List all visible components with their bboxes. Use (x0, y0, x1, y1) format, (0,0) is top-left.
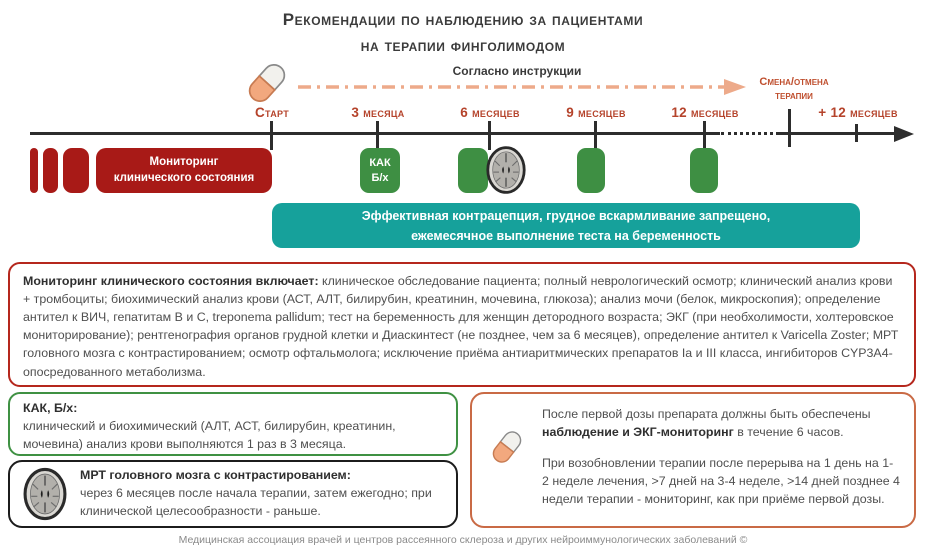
page-title-line2: на терапии финголимодом (360, 36, 566, 56)
mri-details-body: через 6 месяцев после начала терапии, за… (80, 486, 432, 518)
green-chip-6m (458, 148, 488, 193)
kak-details-title: КАК, Б/х: (23, 401, 78, 415)
brain-mri-icon (486, 146, 526, 194)
mri-details-title: МРТ головного мозга с контрастированием: (80, 468, 351, 483)
timeline-axis-dotted (721, 132, 779, 135)
brain-mri-icon (23, 467, 67, 521)
page-title-line1: Рекомендации по наблюдению за пациентами (282, 10, 644, 29)
banner-line1: Эффективная контрацепция, грудное вскарм… (361, 208, 771, 223)
milestone-label-9m: 9 месяцев (566, 105, 626, 120)
tick-6m (488, 121, 491, 150)
tick-9m (594, 121, 597, 150)
milestone-label-start: Старт (254, 105, 290, 120)
first-dose-paragraph2: При возобновлении терапии после перерыва… (542, 455, 900, 506)
monitoring-chip: Мониторинг клинического состояния (96, 148, 272, 193)
green-chip-9m (577, 148, 605, 193)
tick-12m (703, 121, 706, 150)
red-bar-medium (43, 148, 58, 193)
kak-chip-line2: Б/х (371, 171, 389, 184)
milestone-label-6m: 6 месяцев (460, 105, 520, 120)
timeline-arrowhead-icon (894, 126, 914, 142)
banner-line2: ежемесячное выполнение теста на беременн… (411, 228, 721, 243)
red-bar-small (30, 148, 38, 193)
page-title: Рекомендации по наблюдению за пациентами… (0, 7, 926, 60)
first-dose-paragraph1: После первой дозы препарата должны быть … (542, 406, 900, 442)
timeline-axis-solid-end (779, 132, 896, 135)
instruction-label: Согласно инструкции (452, 64, 582, 78)
pill-icon (248, 64, 286, 102)
timeline-axis-solid (30, 132, 720, 135)
first-dose-p1-bold: наблюдение и ЭКГ-мониторинг (542, 424, 734, 439)
pill-icon (492, 431, 522, 463)
monitoring-chip-line2: клинического состояния (113, 171, 255, 184)
tick-start (270, 121, 273, 150)
kak-details-box: КАК, Б/х: клинический и биохимический (А… (8, 392, 458, 456)
contraception-banner: Эффективная контрацепция, грудное вскарм… (272, 203, 860, 248)
instruction-arrow (298, 79, 746, 95)
first-dose-box: После первой дозы препарата должны быть … (470, 392, 916, 528)
first-dose-p1-after: в течение 6 часов. (733, 424, 844, 439)
kak-chip-line1: КАК (369, 156, 391, 169)
milestone-label-12m: 12 месяцев (671, 105, 739, 120)
tick-3m (376, 121, 379, 150)
kak-chip: КАК Б/х (360, 148, 400, 193)
tick-plus12m (855, 124, 858, 142)
first-dose-p1-before: После первой дозы препарата должны быть … (542, 407, 871, 421)
milestone-label-3m: 3 месяца (351, 105, 405, 120)
therapy-change-line2: терапии (775, 89, 813, 102)
mri-details-box: МРТ головного мозга с контрастированием:… (8, 460, 458, 528)
therapy-change-label: Смена/отмена терапии (744, 76, 844, 104)
monitoring-details-box: Мониторинг клинического состояния включа… (8, 262, 916, 387)
footer-credit: Медицинская ассоциация врачей и центров … (178, 534, 748, 546)
milestone-label-plus12m: + 12 месяцев (818, 105, 898, 120)
green-chip-12m (690, 148, 718, 193)
monitoring-chip-line1: Мониторинг (149, 155, 219, 168)
therapy-change-line1: Смена/отмена (759, 76, 829, 88)
monitoring-details-lead: Мониторинг клинического состояния включа… (23, 274, 319, 288)
kak-details-body: клинический и биохимический (АЛТ, АСТ, б… (23, 418, 396, 451)
tick-therapy-change (788, 109, 791, 147)
monitoring-details-body: клиническое обследование пациента; полны… (23, 274, 899, 379)
red-bar-large (63, 148, 89, 193)
